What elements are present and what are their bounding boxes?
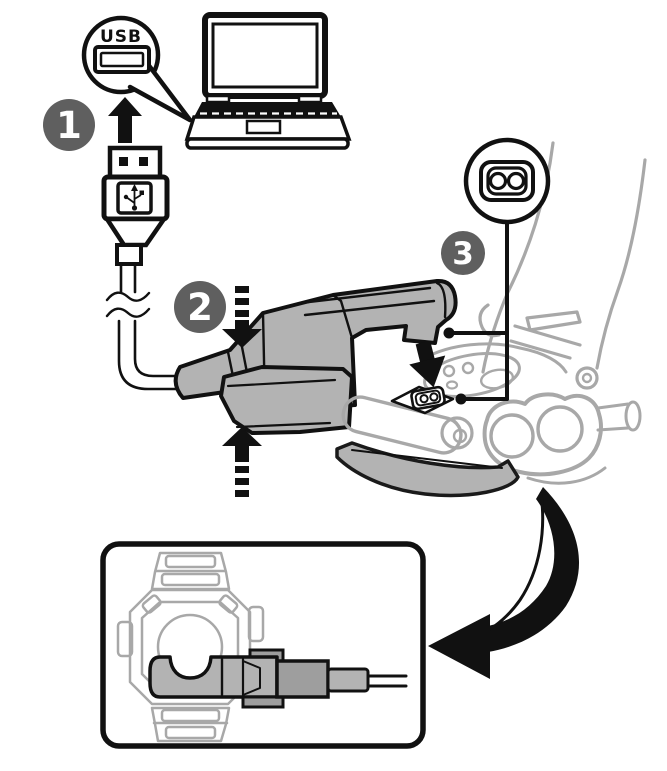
watch-case-back (482, 392, 603, 477)
watch-face-plate (423, 342, 568, 398)
clip-bottom-tab (241, 695, 285, 709)
clip-clamp (148, 655, 279, 699)
clip-lower-jaw (219, 365, 354, 435)
usb-trident-icon (123, 184, 144, 211)
down-arrow-icon-3 (409, 340, 446, 388)
usb-port-callout: USB (81, 15, 193, 123)
up-arrow-icon-2 (222, 427, 262, 497)
step-3-number: 3 (452, 236, 474, 272)
charger-clip-attached (148, 648, 408, 709)
usb-plug-icon (101, 145, 170, 266)
charging-contact-plate (390, 385, 455, 415)
usb-port-icon (93, 45, 151, 74)
step-3-badge: 3 (441, 231, 485, 275)
step-2-badge: 2 (174, 281, 226, 333)
curved-arrow-icon (428, 487, 580, 679)
usb-cable (105, 262, 184, 391)
charging-contacts-icon-large (479, 160, 535, 202)
laptop-icon (184, 12, 352, 150)
step-2-number: 2 (187, 286, 213, 329)
up-arrow-icon (108, 97, 142, 143)
clip-mid-block (275, 659, 330, 699)
step-1-number: 1 (56, 104, 82, 147)
watch-top-view (116, 551, 265, 743)
clip-cable-plug (326, 667, 370, 693)
down-arrow-icon (222, 286, 262, 348)
usb-label: USB (100, 27, 142, 47)
contacts-callout (443, 137, 551, 405)
watch-lug-tube (341, 395, 474, 455)
watch-crown (596, 400, 642, 432)
inset-result-box (100, 541, 426, 749)
charging-contacts-icon (410, 385, 446, 411)
watch-strap (335, 441, 520, 498)
step-1-badge: 1 (43, 99, 95, 151)
charger-clip (173, 278, 458, 435)
